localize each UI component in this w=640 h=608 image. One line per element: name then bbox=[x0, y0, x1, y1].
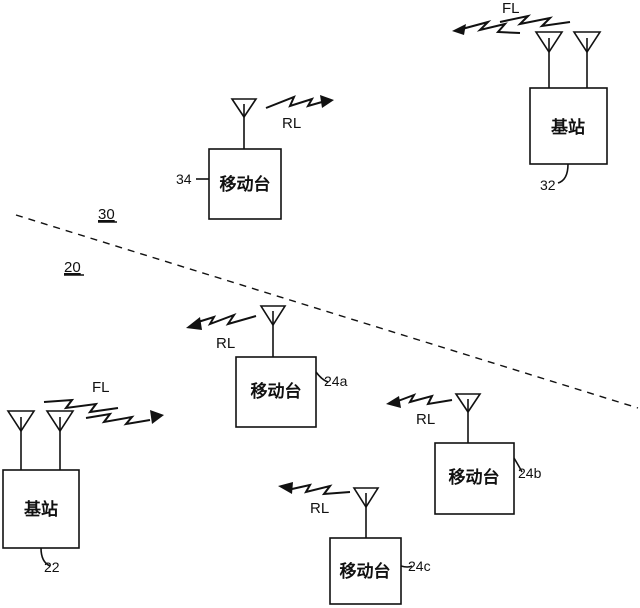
forward-link-signal-icon bbox=[43, 398, 164, 426]
base-station-box bbox=[529, 87, 608, 165]
ref-leader bbox=[315, 371, 329, 383]
ref-leader bbox=[513, 457, 523, 473]
antenna-icon bbox=[534, 31, 564, 88]
mobile-station-label: 移动台 bbox=[251, 381, 302, 402]
base-station-box bbox=[2, 469, 80, 549]
mobile-station-box bbox=[235, 356, 317, 428]
antenna-icon bbox=[45, 410, 75, 470]
base-station-22: 基站 FL 22 bbox=[2, 379, 164, 575]
ref-leader bbox=[40, 547, 51, 567]
reverse-link-label: RL bbox=[216, 335, 235, 352]
mobile-station-label: 移动台 bbox=[340, 561, 391, 582]
base-station-ref: 32 bbox=[540, 177, 556, 193]
ref-leader bbox=[400, 565, 413, 568]
mobile-station-ref: 24c bbox=[408, 558, 431, 574]
mobile-station-ref: 24a bbox=[324, 373, 348, 389]
mobile-station-ref: 24b bbox=[518, 465, 542, 481]
base-station-label: 基站 bbox=[550, 117, 585, 138]
reverse-link-label: RL bbox=[282, 115, 301, 132]
mobile-station-34: 移动台 RL 34 bbox=[176, 95, 334, 220]
reverse-link-label: RL bbox=[416, 411, 435, 428]
mobile-station-24c: 移动台 RL 24c bbox=[278, 482, 431, 605]
mobile-station-24a: 移动台 RL 24a bbox=[186, 305, 348, 428]
reverse-link-label: RL bbox=[310, 500, 329, 517]
mobile-station-24b: 移动台 RL 24b bbox=[386, 393, 542, 515]
mobile-station-label: 移动台 bbox=[449, 467, 500, 488]
antenna-icon bbox=[352, 487, 380, 538]
mobile-station-ref: 34 bbox=[176, 171, 192, 187]
mobile-station-box bbox=[329, 537, 402, 605]
forward-link-label: FL bbox=[502, 0, 520, 17]
base-station-label: 基站 bbox=[23, 499, 58, 520]
base-station-ref: 22 bbox=[44, 559, 60, 575]
antenna-icon bbox=[6, 410, 36, 470]
base-station-32: 基站 FL 32 bbox=[452, 0, 608, 193]
reverse-link-signal-icon bbox=[265, 95, 334, 109]
mobile-station-box bbox=[434, 442, 515, 515]
forward-link-label: FL bbox=[92, 379, 110, 396]
mobile-station-box bbox=[208, 148, 282, 220]
antenna-icon bbox=[230, 98, 258, 149]
forward-link-signal-icon bbox=[452, 14, 571, 35]
cell-boundary bbox=[15, 214, 639, 409]
mobile-station-label: 移动台 bbox=[220, 174, 271, 195]
reverse-link-signal-icon bbox=[386, 393, 453, 408]
zone-label-lower: 20 bbox=[64, 259, 81, 276]
antenna-icon bbox=[259, 305, 287, 357]
reverse-link-signal-icon bbox=[278, 482, 351, 496]
reverse-link-signal-icon bbox=[186, 312, 257, 330]
ref-leader bbox=[557, 163, 569, 184]
antenna-icon bbox=[572, 31, 602, 88]
antenna-icon bbox=[454, 393, 482, 443]
zone-label-upper: 30 bbox=[98, 206, 115, 223]
